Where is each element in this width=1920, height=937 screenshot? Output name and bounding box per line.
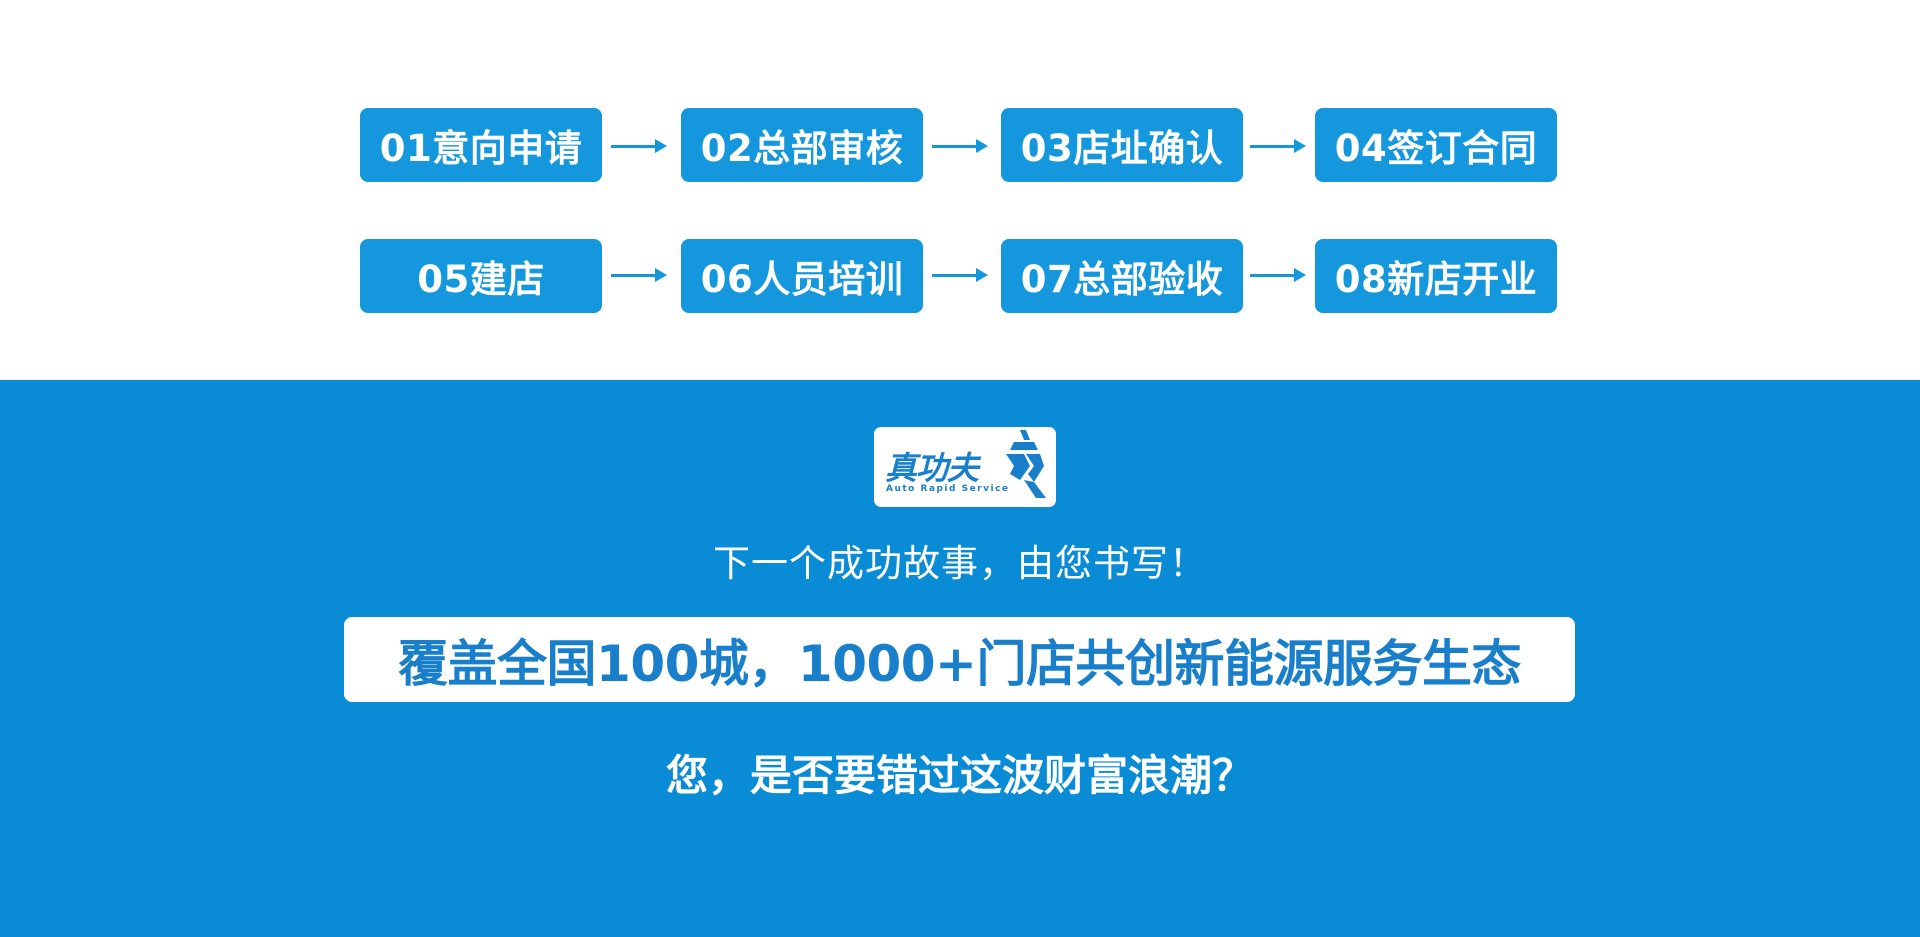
coverage-highlight-text: 覆盖全国100城，1000+门店共创新能源服务生态 — [398, 634, 1521, 693]
step-08-new-store-opening: 08新店开业 — [1315, 239, 1557, 313]
arrow-right-icon — [611, 138, 667, 154]
arrow-right-icon — [932, 138, 988, 154]
step-01-intention-application: 01意向申请 — [360, 108, 602, 182]
step-06-staff-training: 06人员培训 — [681, 239, 923, 313]
step-03-store-site-confirmation: 03店址确认 — [1001, 108, 1243, 182]
brand-logo-name: 真功夫 — [885, 449, 979, 487]
arrow-right-icon — [611, 267, 667, 283]
step-02-headquarters-review: 02总部审核 — [681, 108, 923, 182]
closing-question: 您，是否要错过这波财富浪潮？ — [665, 751, 1254, 800]
tagline: 下一个成功故事，由您书写！ — [713, 542, 1207, 585]
wrench-shield-icon — [1006, 430, 1046, 498]
arrow-right-icon — [1250, 138, 1306, 154]
step-04-sign-contract: 04签订合同 — [1315, 108, 1557, 182]
process-steps-section: 01意向申请 02总部审核 03店址确认 04签订合同 05建店 06人员培训 … — [0, 0, 1920, 380]
arrow-right-icon — [932, 267, 988, 283]
step-05-build-store: 05建店 — [360, 239, 602, 313]
promo-band: 真功夫 Auto Rapid Service 下一个成功故事，由您书写！ 覆盖全… — [0, 380, 1920, 937]
arrow-right-icon — [1250, 267, 1306, 283]
coverage-highlight-box: 覆盖全国100城，1000+门店共创新能源服务生态 — [344, 617, 1575, 702]
brand-logo-subtitle: Auto Rapid Service — [886, 484, 1010, 494]
step-07-headquarters-acceptance: 07总部验收 — [1001, 239, 1243, 313]
brand-logo: 真功夫 Auto Rapid Service — [874, 427, 1056, 507]
